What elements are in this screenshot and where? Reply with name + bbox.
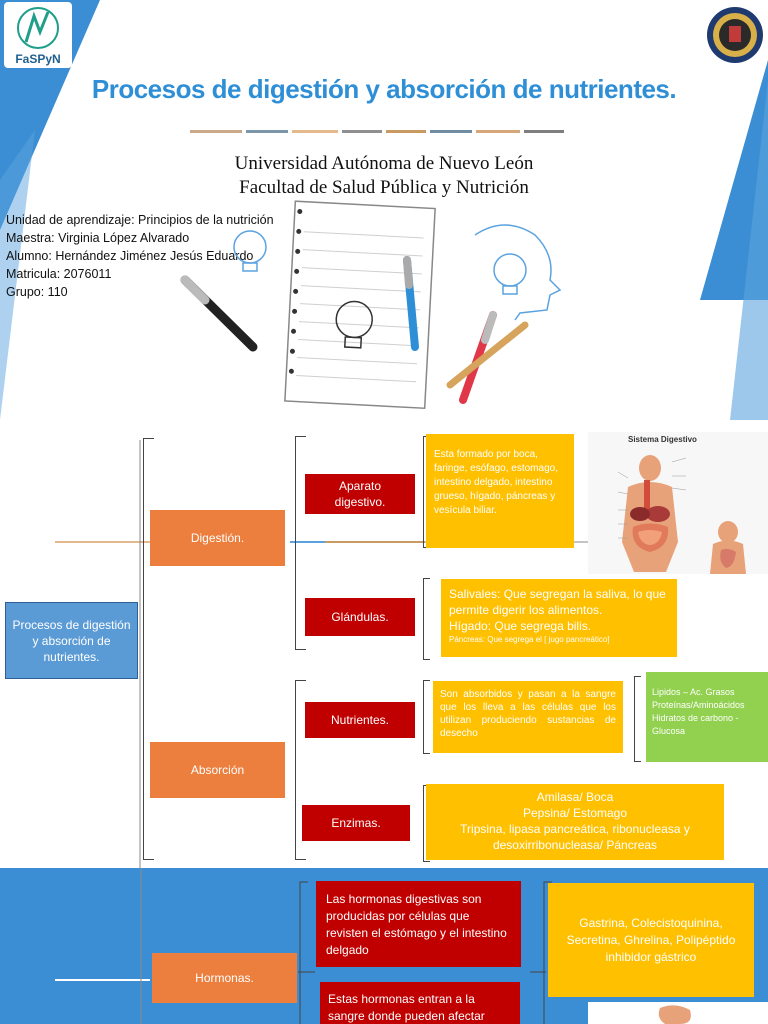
glandulas-higado: Hígado: Que segrega bilis. — [449, 619, 592, 633]
glandulas-pancreas: Páncreas: Que segrega el [ jugo pancreát… — [449, 635, 610, 644]
hormonas-description-2-text: Estas hormonas entran a la sangre donde … — [328, 992, 485, 1023]
info-line-group: Grupo: 110 — [6, 285, 68, 299]
brace-glandulas — [423, 578, 430, 660]
node-enzimas: Enzimas. — [302, 805, 410, 841]
glandulas-salivales: Salivales: Que segregan la saliva, lo qu… — [449, 587, 666, 617]
info-line-student: Alumno: Hernández Jiménez Jesús Eduardo — [6, 249, 254, 263]
university-name: Universidad Autónoma de Nuevo León — [234, 153, 534, 174]
info-line-teacher: Maestra: Virginia López Alvarado — [6, 231, 190, 245]
node-nutrientes: Nutrientes. — [305, 702, 415, 738]
hormonas-list: Gastrina, Colecistoquinina, Secretina, G… — [548, 883, 754, 997]
node-absorcion: Absorción — [150, 742, 285, 798]
uanl-seal — [706, 6, 764, 64]
glandulas-description: Salivales: Que segregan la saliva, lo qu… — [441, 579, 677, 657]
faculty-name: Facultad de Salud Pública y Nutrición — [239, 177, 529, 198]
node-digestion: Digestión. — [150, 510, 285, 566]
enzimas-pepsina: Pepsina/ Estomago — [522, 806, 628, 820]
nutrientes-types: Lipidos – Ac. Grasos Proteínas/Aminoácid… — [646, 672, 768, 762]
brace-absorcion — [295, 680, 306, 860]
nutrientes-description: Son absorbidos y pasan a la sangre que l… — [433, 681, 623, 753]
brace-digestion — [295, 436, 306, 650]
aparato-description: Esta formado por boca, faringe, esófago,… — [426, 434, 574, 548]
hormonas-description-1: Las hormonas digestivas son producidas p… — [316, 881, 521, 967]
nutrientes-description-text: Son absorbidos y pasan a la sangre que l… — [440, 689, 616, 739]
aparato-description-text: Esta formado por boca, faringe, esófago,… — [434, 449, 558, 516]
info-line-id: Matricula: 2076011 — [6, 267, 112, 281]
node-aparato: Aparato digestivo. — [305, 474, 415, 514]
nutrientes-types-text: Lipidos – Ac. Grasos Proteínas/Aminoácid… — [652, 687, 745, 736]
notebook-illustration — [180, 200, 562, 410]
enzimas-pancreas: Tripsina, lipasa pancreática, ribonuclea… — [460, 822, 690, 852]
enzimas-amilasa: Amilasa/ Boca — [536, 790, 614, 804]
figure-title: Sistema Digestivo — [628, 435, 697, 444]
node-glandulas: Glándulas. — [305, 598, 415, 636]
root-node: Procesos de digestión y absorción de nut… — [5, 602, 138, 679]
student-info: Unidad de aprendizaje: Principios de la … — [6, 211, 274, 301]
brace-nutrientes — [423, 680, 430, 754]
brace-green — [634, 676, 641, 762]
page-title: Procesos de digestión y absorción de nut… — [91, 74, 677, 104]
enzimas-description: Amilasa/ Boca Pepsina/ Estomago Tripsina… — [426, 784, 724, 860]
hormonas-description-2: Estas hormonas entran a la sangre donde … — [320, 982, 520, 1024]
digestive-system-figure: Sistema Digestivo — [588, 432, 768, 574]
hormonas-description-1-text: Las hormonas digestivas son producidas p… — [326, 892, 507, 957]
node-hormonas: Hormonas. — [152, 953, 297, 1003]
faspyn-logo: FaSPyN — [4, 2, 72, 68]
info-line-subject: Unidad de aprendizaje: Principios de la … — [6, 213, 274, 227]
band-connectors — [55, 868, 768, 1024]
brace-main-top — [143, 438, 154, 860]
faspyn-logo-text: FaSPyN — [15, 52, 61, 66]
